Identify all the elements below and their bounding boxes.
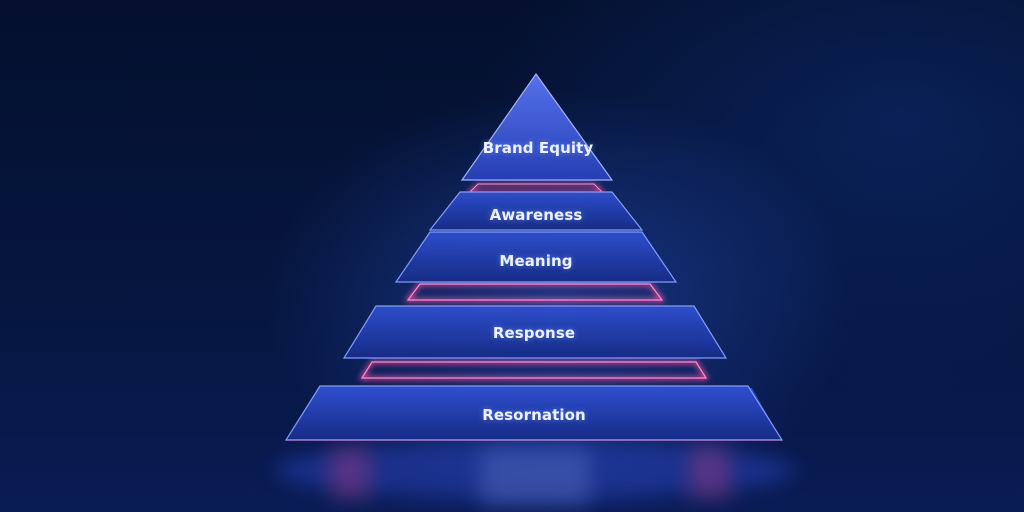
tier-base-shape <box>284 385 784 441</box>
tier-response-shape <box>342 305 728 359</box>
floor-reflection <box>275 440 795 505</box>
tier-apex-shape <box>460 72 614 181</box>
tier-label-response: Response <box>492 324 576 342</box>
ledge-glow-1 <box>359 360 709 380</box>
tier-label-awareness: Awareness <box>489 206 583 224</box>
tier-label-brand-equity: Brand Equity <box>482 139 594 157</box>
tier-meaning-shape <box>394 231 678 283</box>
tier-awareness-shape <box>428 191 644 231</box>
tier-label-meaning: Meaning <box>499 252 573 270</box>
ledge-glow-3 <box>466 182 606 194</box>
ledge-glow-2 <box>405 282 665 302</box>
tier-label-resornation: Resornation <box>482 406 586 424</box>
